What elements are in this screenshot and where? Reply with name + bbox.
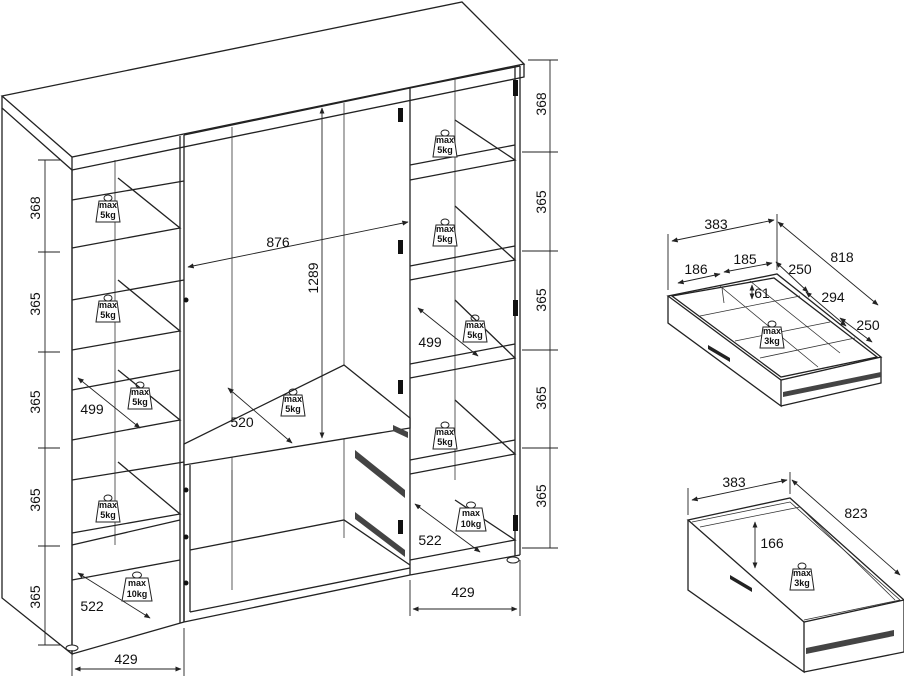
svg-text:5kg: 5kg xyxy=(100,310,116,320)
left-section-dimensions: 499 522 429 xyxy=(71,377,185,676)
drawer-bottom-depth: 823 xyxy=(844,505,868,521)
weight-icon: max 3kg xyxy=(759,320,785,349)
wardrobe-body xyxy=(0,1,526,656)
right-height-dimensions: 368 365 365 365 365 xyxy=(522,59,558,549)
handle-icon xyxy=(708,345,730,362)
drawer-top-comp-a: 186 xyxy=(684,261,708,277)
right-width: 429 xyxy=(451,584,475,600)
svg-text:max: max xyxy=(99,200,117,210)
handle-icon xyxy=(730,575,752,592)
svg-text:5kg: 5kg xyxy=(437,145,453,155)
svg-text:max: max xyxy=(436,135,454,145)
svg-text:5kg: 5kg xyxy=(285,404,301,414)
svg-text:max: max xyxy=(793,568,811,578)
left-height-2: 365 xyxy=(27,292,43,316)
middle-dimensions: 876 1289 520 xyxy=(187,107,409,444)
svg-text:5kg: 5kg xyxy=(132,397,148,407)
left-height-5: 365 xyxy=(27,585,43,609)
svg-text:5kg: 5kg xyxy=(100,510,116,520)
middle-depth: 520 xyxy=(230,414,254,430)
left-bottom-depth: 522 xyxy=(80,598,104,614)
right-height-1: 368 xyxy=(533,92,549,116)
svg-text:max: max xyxy=(436,224,454,234)
svg-text:10kg: 10kg xyxy=(127,589,148,599)
svg-text:5kg: 5kg xyxy=(100,210,116,220)
svg-text:max: max xyxy=(99,500,117,510)
svg-text:10kg: 10kg xyxy=(461,519,482,529)
drawer-bottom: 383 823 166 max 3kg xyxy=(686,472,904,674)
drawer-top-comp-e: 250 xyxy=(856,317,880,333)
left-width: 429 xyxy=(114,651,138,667)
drawer-top-height: 61 xyxy=(754,285,770,301)
left-height-3: 365 xyxy=(27,390,43,414)
svg-text:max: max xyxy=(462,508,480,518)
right-section-dimensions: 499 522 429 xyxy=(409,307,521,616)
drawer-top: 383 818 186 185 250 61 294 250 max 3kg xyxy=(666,214,883,408)
left-height-4: 365 xyxy=(27,488,43,512)
svg-text:5kg: 5kg xyxy=(437,234,453,244)
svg-text:3kg: 3kg xyxy=(794,578,810,588)
svg-text:max: max xyxy=(99,300,117,310)
left-height-dimensions: 368 365 365 365 365 xyxy=(27,159,60,646)
drawer-bottom-height: 166 xyxy=(760,535,784,551)
middle-width: 876 xyxy=(266,234,290,250)
drawer-top-comp-c: 250 xyxy=(788,261,812,277)
svg-text:max: max xyxy=(763,326,781,336)
svg-text:max: max xyxy=(128,578,146,588)
drawer-top-depth: 818 xyxy=(830,249,854,265)
svg-text:3kg: 3kg xyxy=(764,336,780,346)
svg-text:max: max xyxy=(436,427,454,437)
svg-text:5kg: 5kg xyxy=(467,330,483,340)
svg-text:5kg: 5kg xyxy=(437,437,453,447)
drawer-bottom-width: 383 xyxy=(722,474,746,490)
svg-text:max: max xyxy=(131,387,149,397)
svg-text:max: max xyxy=(284,394,302,404)
drawer-top-width: 383 xyxy=(704,216,728,232)
middle-height: 1289 xyxy=(305,262,321,293)
drawer-rail-icon xyxy=(355,425,408,557)
right-height-3: 365 xyxy=(533,288,549,312)
right-bottom-depth: 522 xyxy=(418,532,442,548)
svg-text:max: max xyxy=(466,320,484,330)
left-shelf-depth: 499 xyxy=(80,401,104,417)
weight-icon: max 3kg xyxy=(789,562,815,591)
weight-icon: max 5kg max 5kg max 5kg max 5kg max 10kg… xyxy=(95,129,488,602)
right-height-5: 365 xyxy=(533,484,549,508)
right-height-2: 365 xyxy=(533,190,549,214)
drawer-top-comp-b: 185 xyxy=(733,251,757,267)
drawer-rail-icon xyxy=(806,630,894,654)
drawer-top-comp-d: 294 xyxy=(821,289,845,305)
left-height-1: 368 xyxy=(27,196,43,220)
right-shelf-depth: 499 xyxy=(418,334,442,350)
drawer-rail-icon xyxy=(783,372,881,397)
right-height-4: 365 xyxy=(533,386,549,410)
